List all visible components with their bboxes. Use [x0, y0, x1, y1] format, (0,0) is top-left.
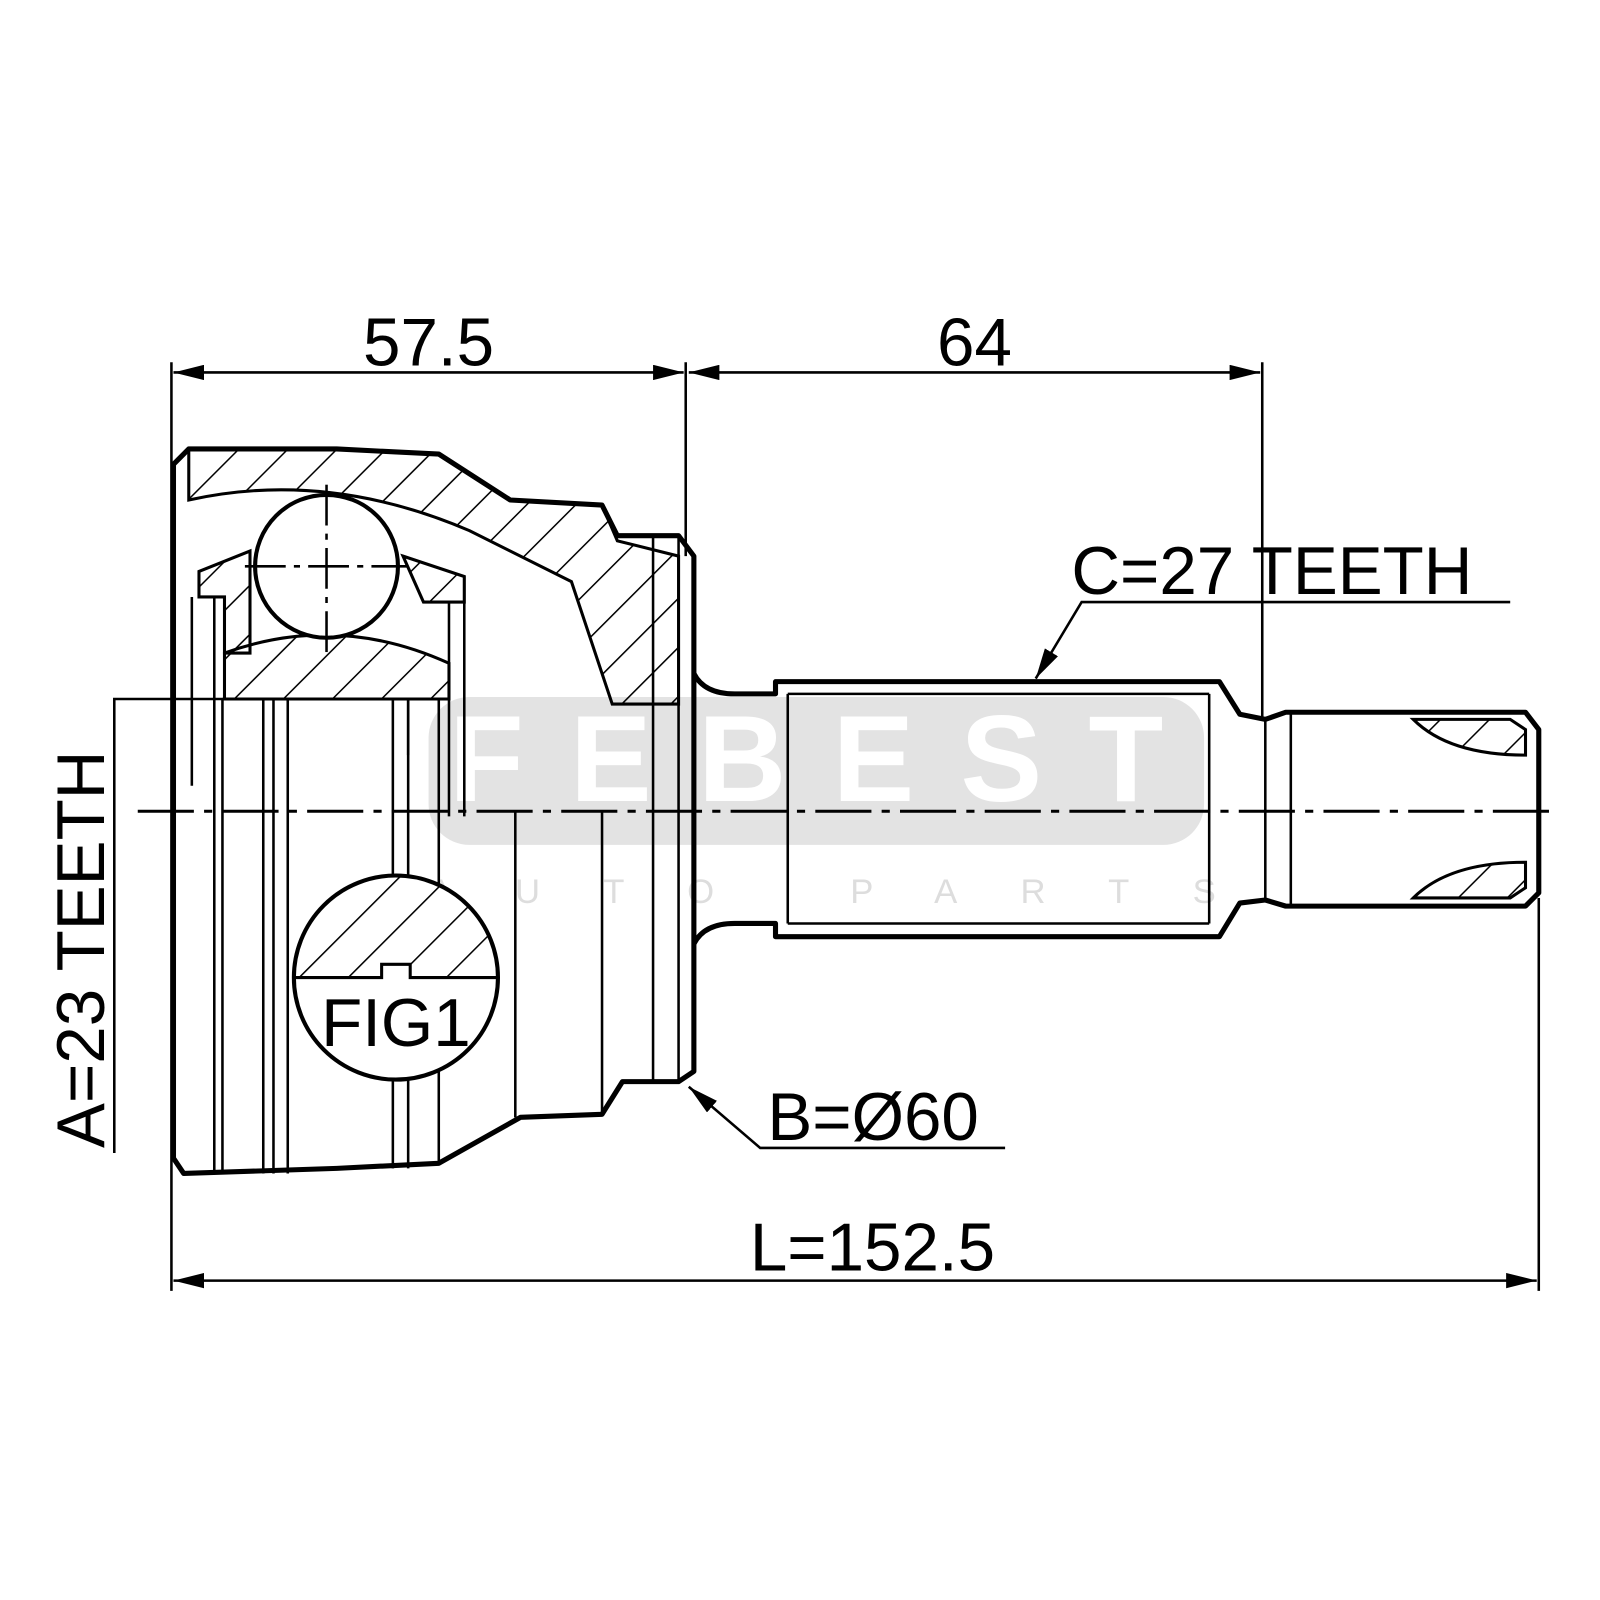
length-l-label: L=152.5	[750, 1210, 995, 1285]
diameter-b-label: B=Ø60	[767, 1080, 979, 1155]
watermark-tagline: AUTO PARTS	[429, 873, 1279, 911]
watermark: FEBEST AUTO PARTS	[428, 690, 1279, 911]
fig1-detail: FIG1	[291, 873, 500, 1082]
spline-c-label: C=27 TEETH	[1071, 534, 1472, 609]
spline-a-label: A=23 TEETH	[44, 751, 119, 1148]
dim-64: 64	[937, 305, 1012, 380]
fig1-label: FIG1	[321, 986, 471, 1061]
dimension-lines	[113, 362, 1541, 1291]
dim-57-5: 57.5	[363, 305, 494, 380]
